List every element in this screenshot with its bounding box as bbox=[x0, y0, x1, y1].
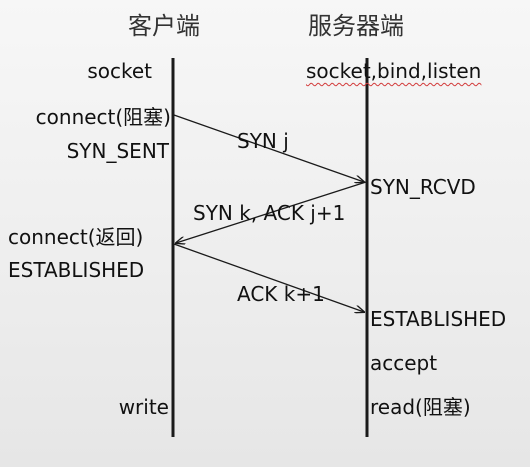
server-syn-rcvd-label: SYN_RCVD bbox=[370, 175, 476, 199]
syn-ack-message-label: SYN k, ACK j+1 bbox=[193, 201, 346, 225]
client-established-label: ESTABLISHED bbox=[8, 258, 145, 282]
syn-message-label: SYN j bbox=[237, 129, 289, 153]
syn-arrow bbox=[173, 114, 364, 182]
server-read-blocked-label: read(阻塞) bbox=[370, 395, 471, 419]
client-syn-sent-label: SYN_SENT bbox=[66, 139, 169, 163]
ack-message-label: ACK k+1 bbox=[237, 282, 325, 306]
client-write-label: write bbox=[118, 395, 169, 419]
server-established-label: ESTABLISHED bbox=[370, 307, 507, 331]
client-connect-blocked-label: connect(阻塞) bbox=[35, 105, 171, 129]
client-socket-label: socket bbox=[87, 59, 152, 83]
syn-ack-arrow bbox=[176, 181, 367, 243]
server-socket-bind-listen-label: socket,bind,listen bbox=[306, 59, 482, 83]
server-header: 服务器端 bbox=[308, 12, 404, 40]
client-connect-return-label: connect(返回) bbox=[8, 225, 144, 249]
server-accept-label: accept bbox=[370, 351, 438, 375]
client-header: 客户端 bbox=[128, 12, 200, 40]
ack-arrow bbox=[173, 243, 364, 312]
